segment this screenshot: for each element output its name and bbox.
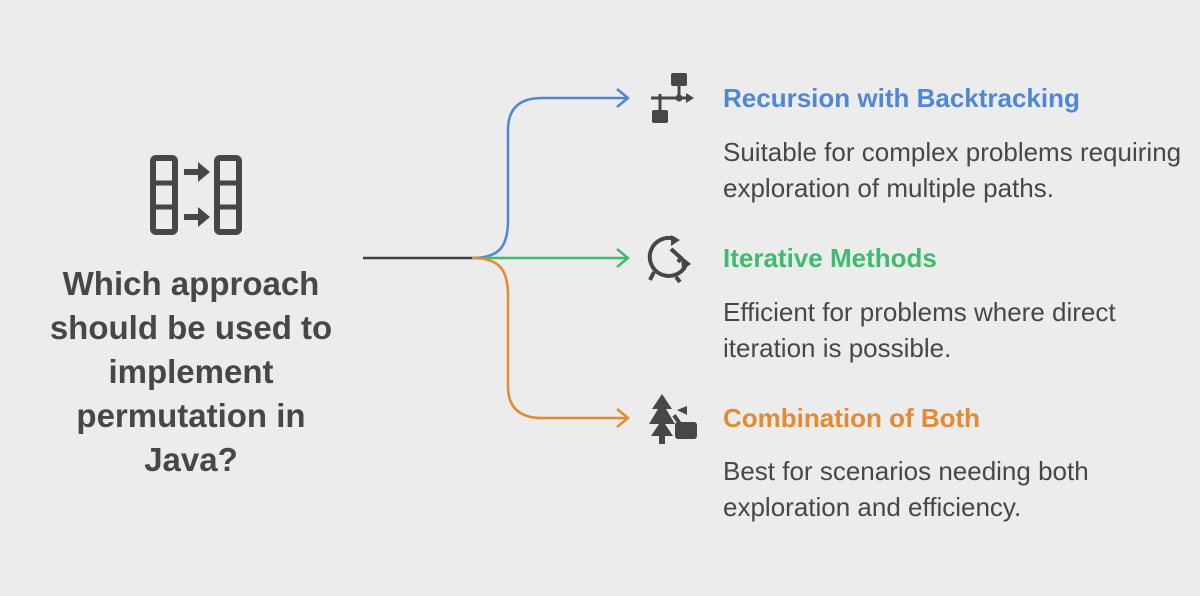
branch-combination — [471, 256, 626, 420]
cycle-arrows-icon — [647, 235, 691, 284]
option-description-recursion: Suitable for complex problems requiring … — [723, 137, 1182, 203]
option-title-iterative: Iterative Methods — [723, 243, 937, 273]
option-title-recursion: Recursion with Backtracking — [723, 83, 1080, 113]
branch-recursion — [471, 96, 626, 260]
option-description-combination: Best for scenarios needing both explorat… — [723, 456, 1089, 522]
central-question: Which approach should be used to impleme… — [49, 265, 333, 478]
option-description-iterative: Efficient for problems where direct iter… — [723, 297, 1116, 363]
branching-flowchart-icon — [651, 73, 694, 123]
option-title-combination: Combination of Both — [723, 403, 981, 433]
tree-and-axe-icon — [649, 394, 697, 444]
array-swap-icon — [150, 155, 242, 235]
